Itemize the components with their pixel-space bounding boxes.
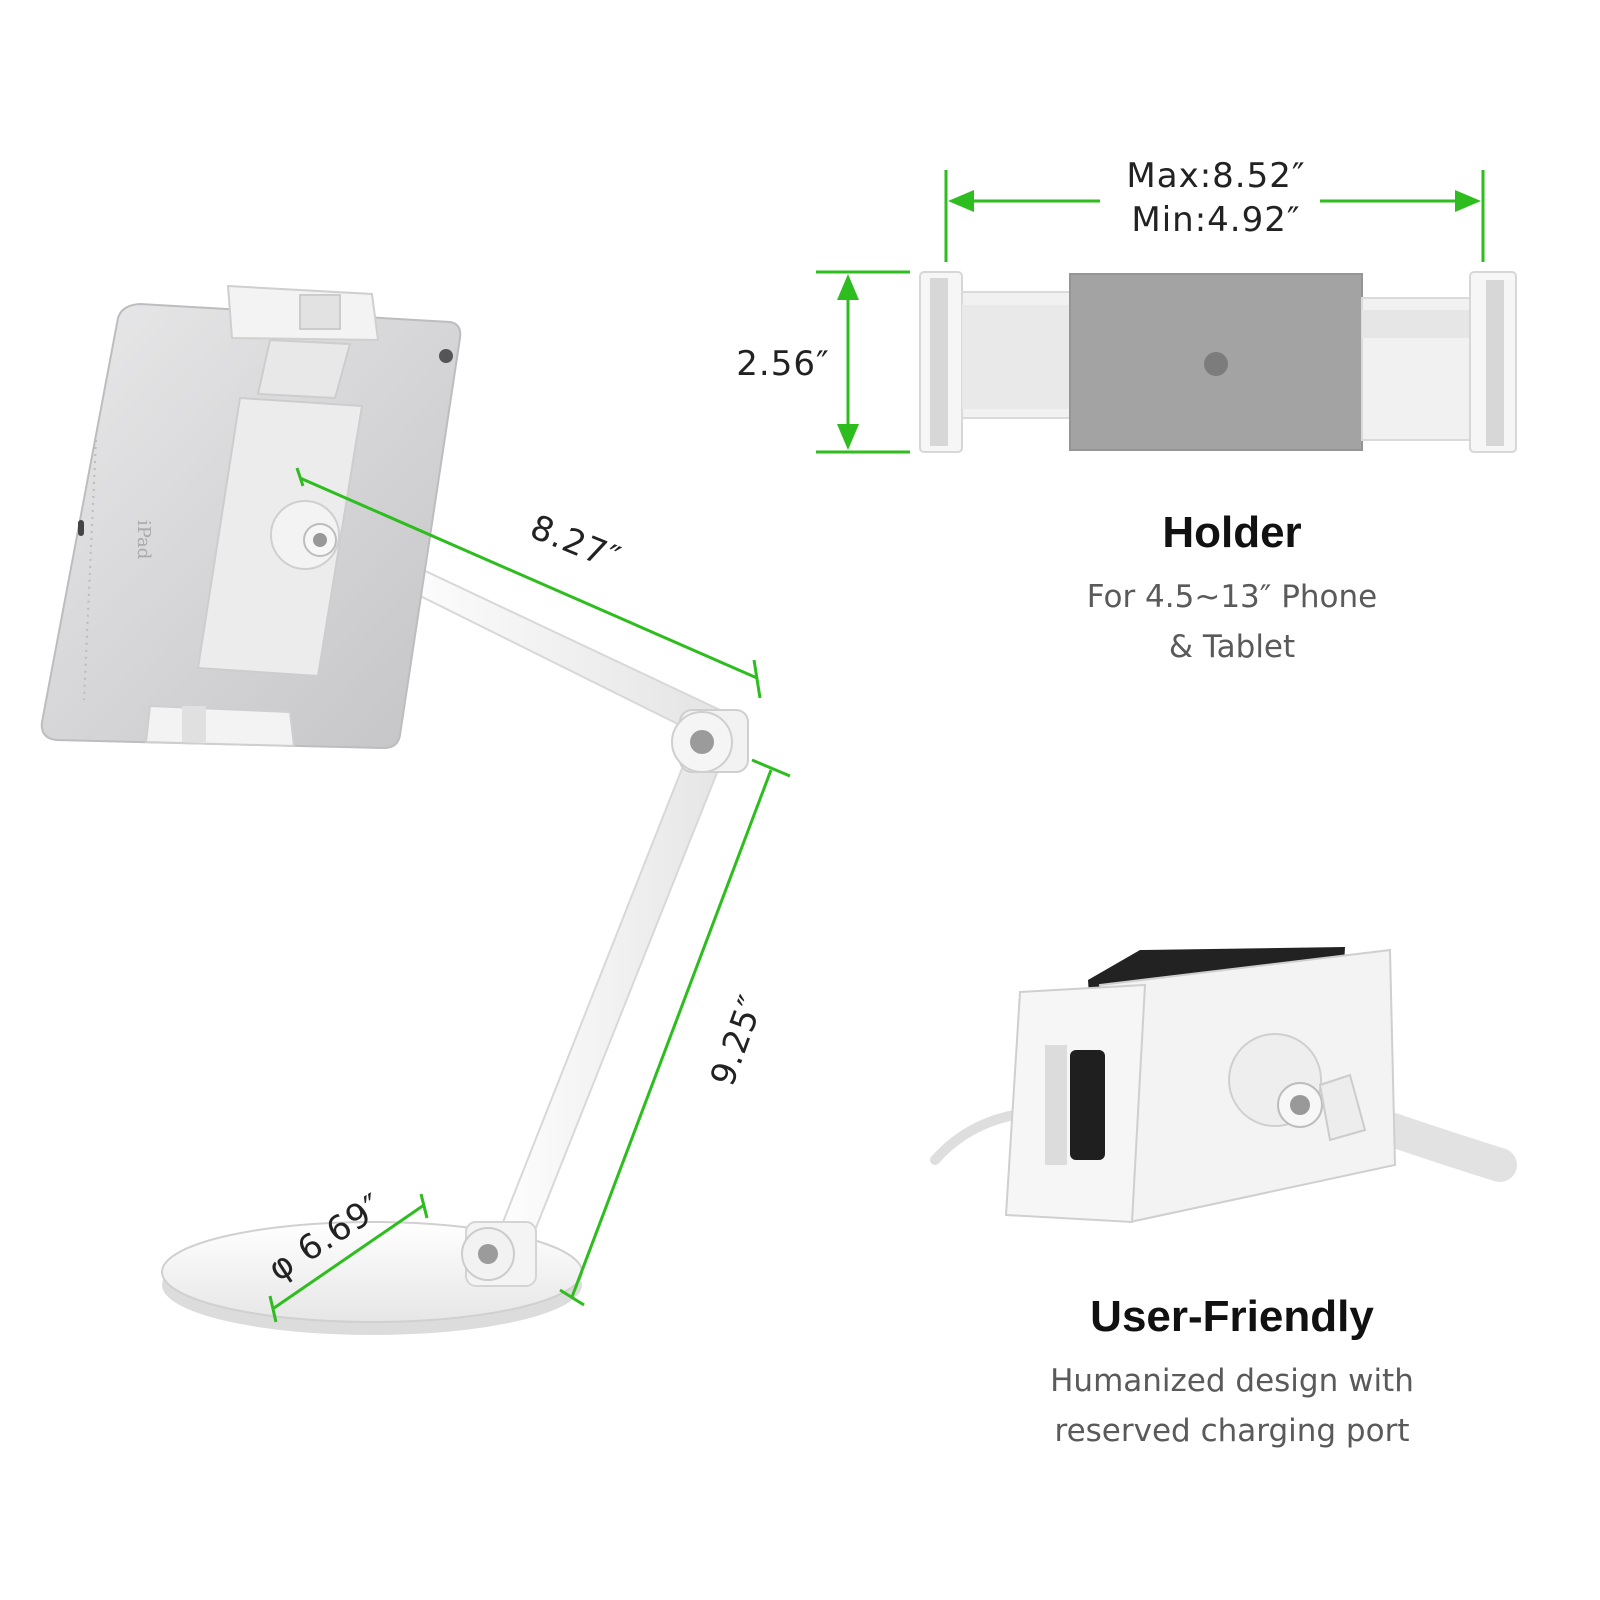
holder-feature: Holder For 4.5~13″ Phone & Tablet [972, 508, 1492, 672]
holder-max-width: Max:8.52″ [1126, 156, 1305, 196]
camera-icon [439, 349, 453, 363]
tablet-clamp [144, 284, 380, 748]
feature-title: User-Friendly [1090, 1292, 1374, 1341]
feature-line: reserved charging port [1054, 1413, 1410, 1449]
holder-dimension-lines [816, 170, 1485, 454]
lower-arm-dimension: 9.25″ [703, 990, 773, 1091]
feature-line: & Tablet [1168, 629, 1296, 665]
charging-port-illustration [930, 947, 1517, 1224]
base-dim-line [273, 1203, 425, 1310]
device-label: iPad [133, 520, 154, 559]
lower-arm-dim-line [570, 769, 773, 1298]
upper-arm-dimension: 8.27″ [525, 507, 627, 579]
user-friendly-feature: User-Friendly Humanized design with rese… [972, 1292, 1492, 1456]
elbow-joint [671, 709, 749, 773]
holder-min-width: Min:4.92″ [1131, 200, 1300, 240]
upper-arm-dim-line [299, 476, 758, 680]
feature-line: For 4.5~13″ Phone [1086, 579, 1378, 615]
feature-title: Holder [1162, 508, 1302, 557]
dimension-lines [268, 467, 791, 1323]
stand-illustration: iPad [40, 284, 749, 1335]
mount-hole-icon [1204, 352, 1228, 376]
holder-height: 2.56″ [736, 344, 829, 384]
lower-arm [488, 726, 732, 1270]
feature-line: Humanized design with [1050, 1363, 1414, 1399]
base-joint [461, 1221, 537, 1287]
holder-top-view [919, 271, 1517, 453]
